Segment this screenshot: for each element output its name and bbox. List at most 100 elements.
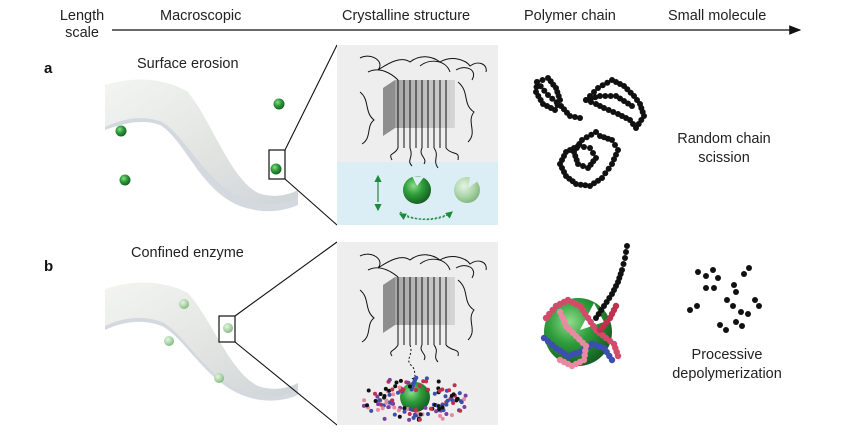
chain-bead [602,93,609,99]
wrapped-chain-bead [556,356,564,364]
product-bead [382,416,387,421]
product-bead [411,415,416,420]
chain-bead [613,151,619,158]
chain-bead [624,243,630,249]
small-molecule [695,269,701,275]
product-bead [443,394,448,399]
product-bead [362,398,367,403]
product-bead [366,388,371,393]
panel-a-enzyme-1 [273,98,285,110]
chain-bead [579,137,585,143]
wrapped-chain-bead [581,352,588,359]
chain-bead [534,79,540,85]
chain-bead [612,142,618,148]
panel-a-active-enzyme [403,176,431,204]
chain-bead [572,114,578,120]
chain-bead [609,161,615,167]
chain-bead [577,181,584,188]
product-bead [426,412,430,416]
product-bead [365,403,369,408]
small-molecule [752,297,758,303]
length-scale-label: Length scale [59,8,105,41]
chain-bead [587,95,594,102]
chain-bead [599,82,606,89]
product-bead [444,412,449,416]
product-bead [414,375,419,380]
product-bead [424,376,429,381]
chain-bead [605,165,612,172]
product-bead [454,398,459,403]
small-molecule [745,311,751,317]
chain-bead [619,267,625,273]
chain-bead [549,95,556,102]
chain-bead [605,107,612,113]
small-molecule [730,303,736,309]
product-bead [417,417,422,422]
chain-bead [590,150,596,156]
product-bead [462,405,467,409]
small-molecule [739,323,745,329]
chain-bead [629,103,635,109]
product-bead [376,402,381,407]
chain-bead [539,77,546,83]
chain-bead [591,89,597,95]
product-bead [394,380,399,385]
product-bead [397,414,402,419]
product-bead [380,406,385,411]
panel-b-crystalline-box [337,242,498,425]
chain-bead [623,249,629,255]
product-bead [384,400,389,405]
chain-bead [577,115,583,121]
panel-b-enzyme-3 [214,373,224,383]
product-bead [451,392,456,397]
product-bead [440,402,445,407]
product-bead [375,394,380,399]
product-bead [447,388,452,393]
panel-a-label: a [44,60,53,77]
chain-bead [602,170,609,177]
product-bead [436,379,441,384]
chain-bead [609,137,615,143]
small-molecule [738,309,744,315]
product-bead [373,399,378,403]
product-bead [412,412,417,417]
product-bead [463,393,468,398]
wrapped-chain-bead [612,302,620,310]
small-molecule [723,327,729,333]
wrapped-chain-bead [614,352,622,360]
small-molecules [687,265,762,333]
product-bead [440,416,445,421]
small-molecule [711,285,717,291]
product-bead [450,398,455,402]
panel-b-title: Confined enzyme [131,245,244,261]
small-molecule [703,273,709,279]
panel-a-enzyme-3 [119,174,131,186]
product-bead [408,406,413,411]
panel-b-zoom-box [218,315,236,343]
product-bead [402,406,407,411]
small-molecule [717,322,723,328]
product-bead [387,400,392,405]
panel-a-polymer-chains [533,75,647,189]
product-bead [421,379,426,384]
chain-bead [597,93,603,99]
product-bead [411,381,416,386]
header-macroscopic: Macroscopic [160,8,242,24]
product-bead [407,412,412,416]
product-bead [457,391,462,396]
product-bead [383,386,388,391]
chain-bead [615,111,621,117]
chain-bead [611,156,617,163]
product-bead [397,385,402,390]
product-bead [426,387,430,392]
panel-b-active-enzyme [400,382,430,412]
wrapped-chain-bead [608,356,616,364]
chain-bead [620,261,627,267]
chain-bead [582,182,589,189]
small-molecule [694,303,700,309]
product-bead [390,387,395,392]
panel-a-title: Surface erosion [137,56,239,72]
product-bead [437,407,442,411]
product-bead [361,403,366,408]
small-molecule [731,282,737,288]
